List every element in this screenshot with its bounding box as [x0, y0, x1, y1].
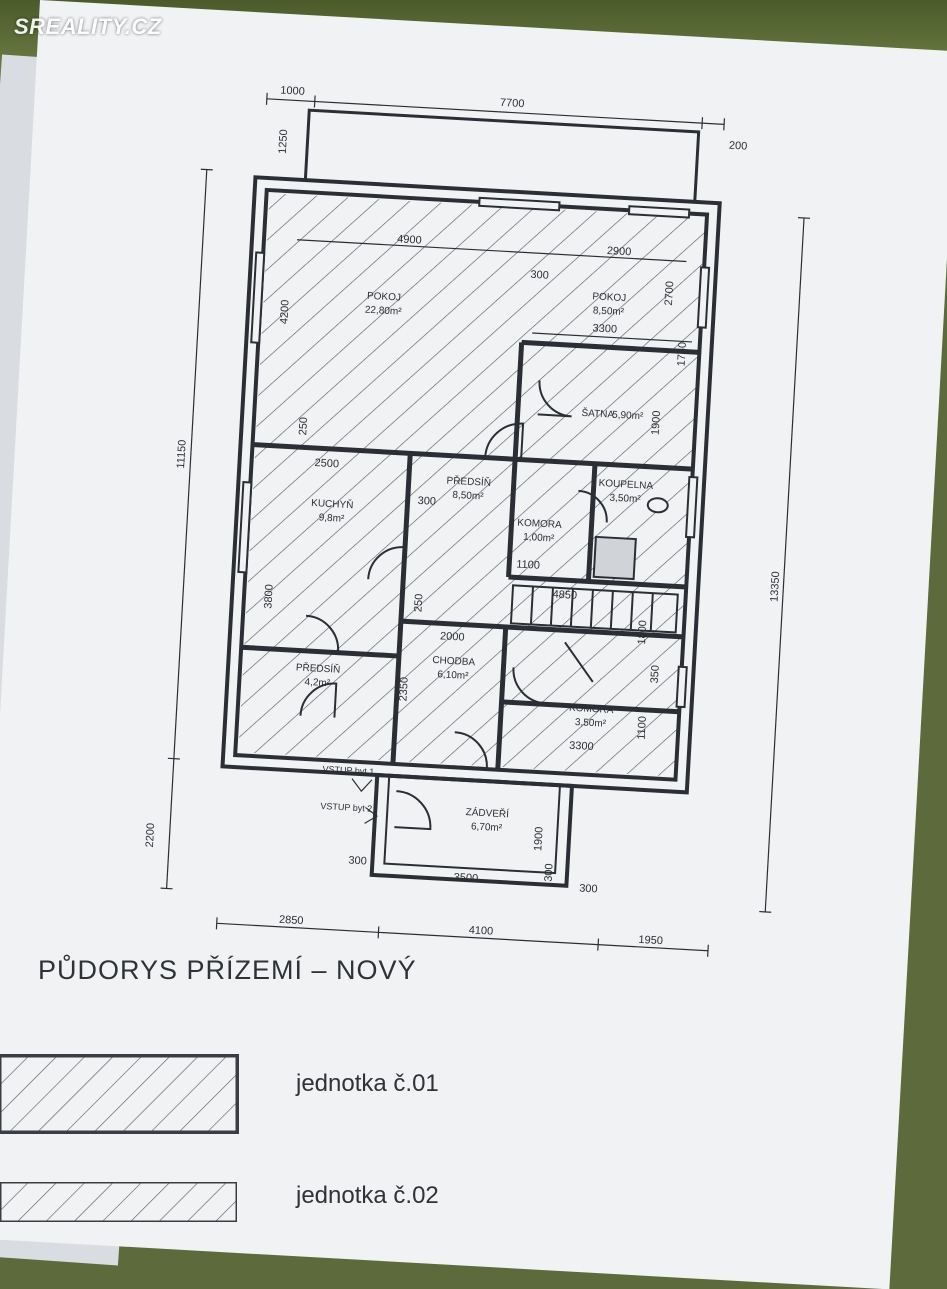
- room-name: PŘEDSÍŇ: [296, 660, 341, 675]
- dim-left-total: 11150: [175, 439, 189, 469]
- interior-walls: [241, 339, 700, 770]
- dim-chodba-height: 2350: [397, 677, 410, 702]
- room-area: 9,8m²: [318, 512, 345, 524]
- room-area: 5,90m²: [612, 410, 644, 423]
- dim-komora-r-height: 1100: [636, 716, 649, 740]
- dim-zadveri-height: 1900: [532, 826, 545, 851]
- entry-arrow-2: [364, 806, 379, 824]
- watermark: SREALITY.CZ: [14, 14, 162, 39]
- bathroom-fixtures: [592, 497, 669, 581]
- windows: [237, 196, 711, 709]
- dim-zadveri-width: 3500: [453, 871, 478, 884]
- room-name: KOMORA: [569, 703, 614, 716]
- dim-kuchyn-height: 3800: [262, 584, 275, 609]
- dim-bottom-1: 2850: [279, 914, 304, 927]
- room-area: 22,80m²: [365, 305, 403, 318]
- dim-stair-width: 4850: [552, 589, 577, 602]
- dim-chodba-width: 2000: [440, 630, 465, 643]
- room-name: POKOJ: [367, 291, 401, 304]
- dim-pokoj-height: 4200: [278, 299, 291, 324]
- dimension-labels: 1000 7700 200 1250 11150 13350 4900 2900…: [144, 85, 783, 948]
- room-name: KOMORA: [517, 517, 562, 530]
- terrace-outline: [303, 108, 701, 204]
- entry-arrow-1: [351, 778, 373, 793]
- room-area: 3,50m²: [609, 493, 641, 506]
- dim-zadveri-wall-l: 300: [348, 855, 367, 868]
- room-labels: POKOJ 22,80m² POKOJ 8,50m² ŠATNA 5,90m² …: [296, 291, 654, 834]
- dim-zadveri-wall-r: 300: [543, 863, 556, 882]
- dim-right-total: 13350: [769, 571, 783, 602]
- drawing-title: PŮDORYS PŘÍZEMÍ – NOVÝ: [38, 955, 417, 985]
- dim-stair-height: 1800: [636, 620, 649, 645]
- dim-satna-sub: 1750: [676, 342, 689, 367]
- entry-label-1: VSTUP byt 1: [322, 764, 374, 777]
- floor-plan: 1000 7700 200 1250 11150 13350 4900 2900…: [144, 85, 811, 957]
- dim-wall-300: 300: [417, 495, 436, 508]
- vestibule-door-swing: [394, 790, 432, 831]
- dim-pokoj-wall: 300: [530, 269, 549, 282]
- room-name: KUCHYŇ: [311, 496, 354, 511]
- dim-zadveri-wall-r2: 300: [579, 882, 598, 895]
- room-name: ŠATNA: [581, 406, 615, 421]
- legend-swatch-unit-1: [0, 1054, 239, 1134]
- room-area: 4,2m²: [304, 677, 331, 689]
- staircase: [509, 584, 679, 683]
- door-swings: [299, 380, 608, 770]
- dim-komora-width: 1100: [516, 558, 540, 571]
- dim-satna-width: 3300: [592, 322, 617, 335]
- dim-right-350: 350: [649, 665, 662, 684]
- dim-bottom-2: 4100: [468, 924, 493, 937]
- room-name: POKOJ: [592, 291, 626, 304]
- dim-top-left: 1000: [280, 85, 305, 98]
- dim-left-bottom: 2200: [144, 823, 157, 848]
- legend-label-unit-2: jednotka č.02: [296, 1182, 439, 1209]
- entry-label-2: VSTUP byt 2: [320, 801, 372, 814]
- room-area: 1,00m²: [523, 532, 555, 545]
- room-area: 6,10m²: [437, 669, 469, 682]
- dim-bottom-3: 1950: [638, 934, 663, 947]
- dim-wall-250: 250: [297, 417, 310, 436]
- room-area: 8,50m²: [593, 305, 625, 318]
- dim-pokoj2-height: 2700: [663, 281, 676, 306]
- dim-kuchyn-width: 2500: [314, 457, 339, 470]
- legend-label-unit-1: jednotka č.01: [296, 1070, 439, 1097]
- dim-pokoj-width: 4900: [397, 233, 422, 246]
- entry-labels: VSTUP byt 1 VSTUP byt 2: [320, 764, 379, 824]
- dim-satna-height: 1900: [650, 410, 663, 435]
- legend-swatch-unit-2: [0, 1182, 237, 1222]
- dim-left-small: 1250: [277, 129, 290, 154]
- room-name: PŘEDSÍŇ: [446, 473, 491, 488]
- dim-top-span: 7700: [500, 97, 525, 110]
- dim-pokoj2-width: 2900: [607, 245, 632, 258]
- dimension-lines: [160, 92, 811, 957]
- dim-wall-250b: 250: [412, 593, 425, 612]
- room-name: CHODBA: [432, 655, 476, 668]
- room-area: 3,50m²: [575, 717, 607, 730]
- dim-top-right: 200: [729, 140, 748, 153]
- room-name: ZÁDVEŘÍ: [465, 805, 509, 820]
- room-area: 8,50m²: [452, 490, 484, 503]
- room-name: KOUPELNA: [598, 478, 653, 492]
- room-area: 6,70m²: [471, 821, 503, 834]
- dim-komora-r-width: 3300: [569, 740, 594, 753]
